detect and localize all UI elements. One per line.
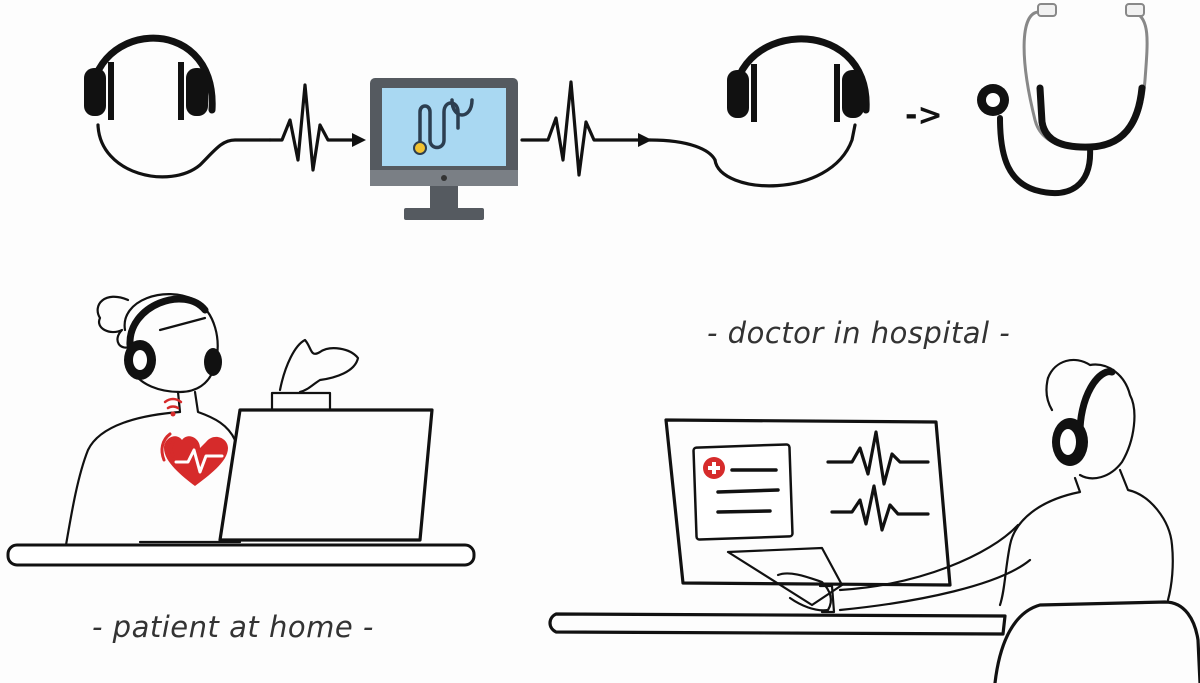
right-headphones-icon [713, 35, 870, 188]
patient-caption: - patient at home - [92, 610, 374, 644]
left-headphones-icon [84, 34, 272, 179]
medical-report-icon [692, 443, 794, 541]
doctor-figure [776, 358, 1174, 614]
doctor-chair [993, 600, 1200, 683]
flow-arrow: -> [905, 98, 943, 133]
monitor-stethoscope-icon [370, 78, 518, 220]
tablet-icon [726, 546, 844, 607]
patient-desk [6, 543, 476, 567]
laptop-icon [138, 408, 434, 544]
stethoscope-icon [977, 3, 1149, 196]
doctor-desk [548, 612, 1007, 636]
patient-figure [64, 293, 360, 547]
doctor-monitor [664, 418, 952, 587]
heartbeat-signal-icon-2 [520, 80, 717, 177]
heart-sensor-icon [160, 397, 228, 486]
doctor-caption: - doctor in hospital - [707, 316, 1011, 350]
heartbeat-signal-icon [268, 83, 366, 172]
